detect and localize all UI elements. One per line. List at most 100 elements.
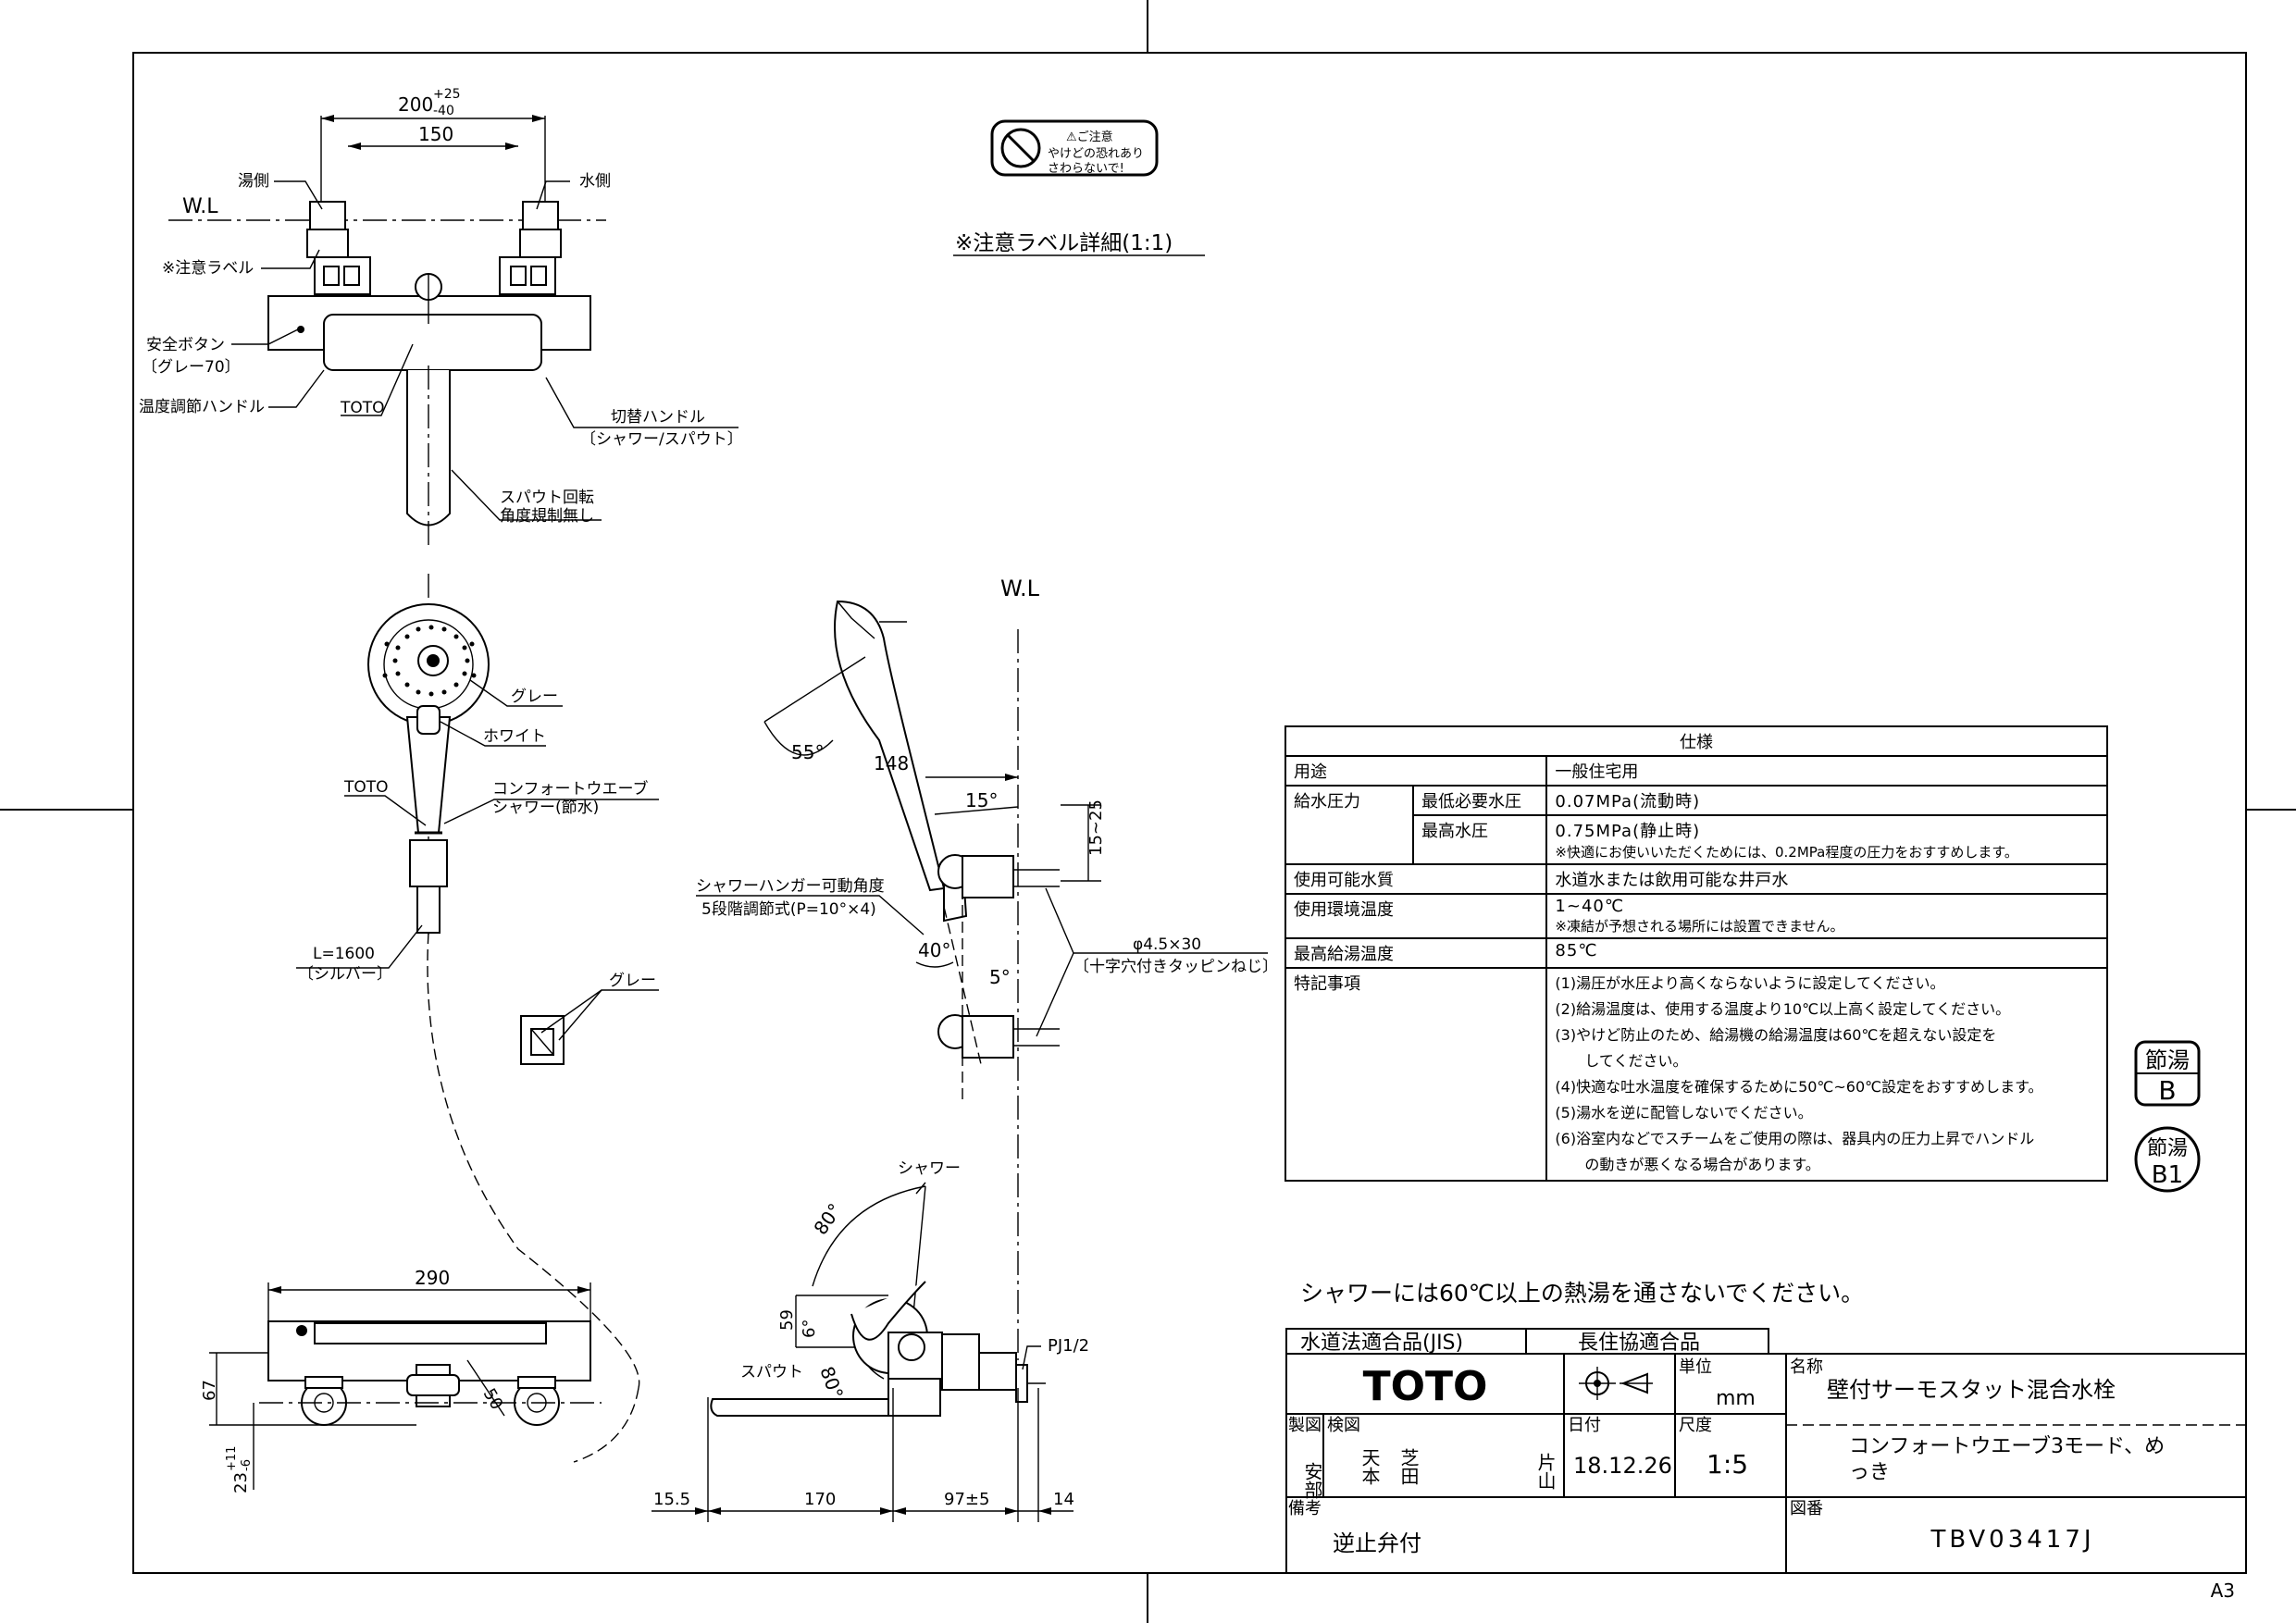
dim-23-tol-plus: +11 — [225, 1446, 239, 1471]
badge-b-top: 節湯 — [2145, 1047, 2190, 1073]
name-label: 名称 — [1790, 1357, 1823, 1377]
hanger-steps-label: 5段階調節式(P=10°×4) — [701, 900, 876, 919]
angle-55: 55° — [791, 741, 824, 763]
spec-note-item: の動きが悪くなる場合があります。 — [1555, 1156, 1820, 1173]
spec-note-item: (2)給湯温度は、使用する温度より10℃以上高く設定してください。 — [1555, 1000, 2011, 1018]
brand-label-head: TOTO — [343, 778, 389, 797]
spec-env-temp-note: ※凍結が予想される場所には設置できません。 — [1555, 918, 1844, 935]
screw-sub-label: 〔十字穴付きタッピンねじ〕 — [1074, 958, 1278, 976]
angle-15: 15° — [965, 789, 998, 812]
white-label: ホワイト — [483, 727, 546, 746]
spec-notes: (1)湯圧が水圧より高くならないように設定してください。 (2)給湯温度は、使用… — [1545, 967, 2108, 1182]
model-sub-label: シャワー(節水) — [492, 799, 599, 817]
spec-note-item: してください。 — [1555, 1052, 1688, 1070]
badge-b1-bottom: B1 — [2152, 1161, 2183, 1189]
caution-title: ⚠ご注意 — [1066, 130, 1113, 144]
switch-handle-label: 切替ハンドル — [611, 408, 705, 427]
nozzle-dots — [382, 625, 477, 697]
product-name: 壁付サーモスタット混合水栓 — [1827, 1377, 2116, 1403]
drawn-by: 安部 — [1301, 1462, 1323, 1499]
sheet-size-label: A3 — [2211, 1580, 2235, 1602]
spec-env-temp-label: 使用環境温度 — [1284, 893, 1548, 939]
water-saving-badge-b: 節湯 B — [2134, 1040, 2201, 1107]
jis-compliant: 水道法適合品(JIS) — [1300, 1332, 1463, 1355]
remarks-label: 備考 — [1288, 1499, 1322, 1518]
brand-label-top: TOTO — [340, 399, 385, 417]
dim-170: 170 — [804, 1490, 836, 1509]
dim-15-25: 15~25 — [1086, 799, 1106, 856]
dim-23-tol-minus: -6 — [240, 1459, 254, 1471]
spec-note-item: (5)湯水を逆に配管しないでください。 — [1555, 1104, 1813, 1121]
top-view: 200 +25 -40 150 W.L 湯側 水側 ※ — [139, 87, 743, 546]
spec-note-item: (3)やけど防止のため、給湯機の給湯温度は60℃を超えない設定を — [1555, 1026, 1997, 1044]
dim-200-tol-plus: +25 — [433, 87, 461, 102]
drawing-no-label: 図番 — [1790, 1499, 1823, 1518]
wl-label-side: W.L — [1000, 576, 1040, 601]
dim-97: 97±5 — [944, 1490, 989, 1509]
dim-200: 200 — [398, 93, 433, 116]
spec-water-label: 使用可能水質 — [1284, 863, 1548, 895]
spec-max-pressure-cell: 0.75MPa(静止時) ※快適にお使いいただくためには、0.2MPa程度の圧力… — [1545, 814, 2108, 865]
remarks-value: 逆止弁付 — [1333, 1530, 1421, 1556]
spec-note-item: (1)湯圧が水圧より高くならないように設定してください。 — [1555, 974, 1945, 992]
pj-label: PJ1/2 — [1048, 1336, 1089, 1356]
dim-150: 150 — [418, 123, 453, 145]
spec-note-item: (4)快適な吐水温度を確保するために50℃~60℃設定をおすすめします。 — [1555, 1078, 2043, 1096]
approved-by: 片山 — [1534, 1453, 1557, 1490]
spout-view: シャワー 80° 59 6° 80° スパウト PJ1/2 — [652, 1159, 1089, 1522]
dim-200-tol-minus: -40 — [433, 104, 454, 118]
scale-label: 尺度 — [1679, 1416, 1712, 1435]
subtitle-line2: っき — [1849, 1461, 1890, 1484]
spec-max-hot-value: 85℃ — [1545, 937, 2108, 969]
temp-handle-label: 温度調節ハンドル — [139, 398, 265, 416]
dim-50: 50 — [479, 1385, 507, 1413]
caution-line1: やけどの恐れあり — [1048, 147, 1144, 161]
scale-value: 1:5 — [1706, 1449, 1748, 1480]
spec-table: 仕様 用途 一般住宅用 給水圧力 最低必要水圧 0.07MPa(流動時) 最高水… — [1284, 725, 2108, 1182]
toto-logo: TOTO — [1363, 1363, 1488, 1410]
unit-label: 単位 — [1679, 1357, 1712, 1377]
screw-label: φ4.5×30 — [1133, 935, 1201, 954]
hanger-gray-label: グレー — [609, 972, 656, 990]
caution-label-callout: ※注意ラベル — [162, 259, 254, 278]
angle-5: 5° — [989, 966, 1011, 988]
model-label: コンフォートウエーブ — [492, 779, 648, 799]
safety-button-label: 安全ボタン — [146, 336, 225, 354]
spec-water-value: 水道水または飲用可能な井戸水 — [1545, 863, 2108, 895]
dim-290: 290 — [415, 1267, 450, 1289]
projection-symbol — [1579, 1367, 1653, 1400]
spec-max-pressure-label: 最高水圧 — [1411, 814, 1548, 865]
spec-pressure-note: ※快適にお使いいただくためには、0.2MPa程度の圧力をおすすめします。 — [1555, 844, 2018, 861]
date-value: 18.12.26 — [1573, 1453, 1672, 1479]
spout-direction-label: スパウト — [740, 1363, 803, 1381]
drawn-label: 製図 — [1288, 1416, 1322, 1435]
switch-handle-sub: 〔シャワー/スパウト〕 — [580, 430, 743, 449]
dim-23: 23 — [231, 1472, 251, 1493]
drawing-no: TBV03417J — [1930, 1526, 2094, 1554]
spec-title: 仕様 — [1285, 725, 2108, 757]
spec-min-pressure-label: 最低必要水圧 — [1411, 785, 1548, 816]
spec-max-hot-label: 最高給湯温度 — [1284, 937, 1548, 969]
hose-color-label: 〔シルバー〕 — [298, 965, 392, 984]
wl-label-top: W.L — [182, 195, 218, 218]
spec-notes-label: 特記事項 — [1284, 967, 1548, 1182]
dim-148: 148 — [874, 752, 909, 774]
dim-59: 59 — [777, 1309, 797, 1331]
checked-label: 検図 — [1327, 1416, 1360, 1435]
caution-detail-caption: ※注意ラベル詳細(1:1) — [955, 231, 1173, 255]
spec-max-pressure-value: 0.75MPa(静止時) — [1555, 822, 1701, 841]
spec-pressure-label: 給水圧力 — [1285, 785, 1414, 865]
durable-compliant: 長住協適合品 — [1578, 1332, 1700, 1355]
title-block: 水道法適合品(JIS) 長住協適合品 TOTO 単位 mm 名称 壁付サーモスタ… — [1285, 1328, 2247, 1574]
badge-b1-top: 節湯 — [2147, 1137, 2188, 1160]
angle-40: 40° — [918, 939, 950, 961]
caution-label-detail: ⚠ご注意 やけどの恐れあり さわらないで! ※注意ラベル詳細(1:1) — [953, 119, 1205, 256]
dim-14: 14 — [1053, 1490, 1074, 1509]
subtitle-line1: コンフォートウエーブ3モード、め — [1849, 1435, 2165, 1458]
date-label: 日付 — [1568, 1416, 1601, 1435]
spout-rotation-label: スパウト回転 — [500, 489, 594, 507]
shower-heat-warning: シャワーには60℃以上の熱湯を通さないでください。 — [1300, 1280, 1864, 1307]
spec-min-pressure-value: 0.07MPa(流動時) — [1545, 785, 2108, 816]
